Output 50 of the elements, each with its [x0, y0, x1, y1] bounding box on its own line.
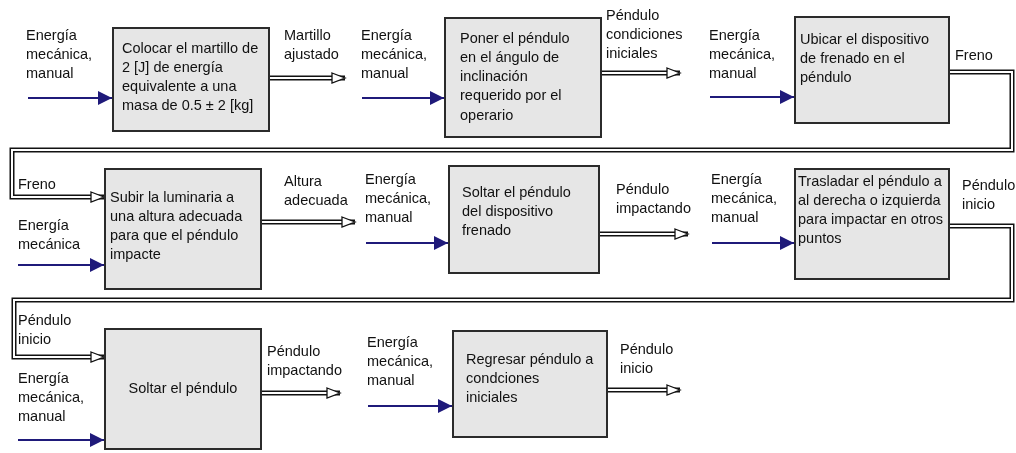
process-box — [448, 165, 600, 274]
flow-arrow — [599, 228, 689, 240]
edge-label: Energía mecánica, manual — [361, 26, 429, 83]
flow-label: Freno — [18, 175, 57, 194]
edge-label: Energía mecánica, manual — [365, 170, 433, 227]
edge-label: Martillo ajustado — [284, 26, 340, 64]
input-arrow — [711, 236, 795, 250]
process-text: Colocar el martillo de 2 [J] de energía equivalente a una masa de 0.5 ± 2 [kg] — [122, 39, 260, 116]
flow-arrow — [9, 69, 1015, 203]
input-arrow — [709, 90, 795, 104]
input-arrow — [27, 91, 113, 105]
process-box — [452, 330, 608, 438]
edge-label: Energía mecánica, manual — [367, 333, 435, 390]
edge-label: Energía mecánica, manual — [26, 26, 94, 83]
input-arrow — [365, 236, 449, 250]
process-box — [444, 17, 602, 138]
edge-label: Péndulo inicio — [962, 176, 1016, 214]
input-arrow — [17, 433, 105, 447]
process-text: Soltar el péndulo — [128, 379, 238, 399]
process-text: Regresar péndulo a condciones iniciales — [466, 350, 594, 408]
process-box — [794, 168, 950, 280]
flow-arrow — [269, 72, 346, 84]
edge-label: Energía mecánica, manual — [711, 170, 779, 227]
flow-arrow — [11, 223, 1015, 363]
edge-label: Péndulo inicio — [620, 340, 675, 378]
process-text: Poner el péndulo en el ángulo de inclinación requerido por el operario — [460, 29, 571, 125]
input-arrow — [367, 399, 453, 413]
process-text: Soltar el péndulo del dispositivo frenado — [462, 183, 572, 241]
process-box — [104, 328, 262, 450]
input-arrow — [17, 258, 105, 272]
input-arrow — [361, 91, 445, 105]
edge-label: Energía mecánica, manual — [18, 369, 86, 426]
edge-label: Energía mecánica — [18, 216, 82, 254]
edge-label: Altura adecuada — [284, 172, 349, 210]
flow-arrow — [607, 384, 681, 396]
flow-arrow — [261, 216, 356, 228]
process-box — [112, 27, 270, 132]
edge-label: Péndulo condiciones iniciales — [606, 6, 684, 63]
process-text: Trasladar el péndulo a al derecha o izquierda para impactar en otros puntos — [798, 172, 945, 249]
flow-label: Péndulo inicio — [18, 311, 73, 349]
flow-arrow — [261, 387, 341, 399]
edge-label: Energía mecánica, manual — [709, 26, 777, 83]
process-box — [794, 16, 950, 124]
process-text: Ubicar el dispositivo de frenado en el péndulo — [800, 30, 930, 88]
process-box — [104, 168, 262, 290]
edge-label: Péndulo impactando — [616, 180, 692, 218]
edge-label: Péndulo impactando — [267, 342, 343, 380]
flow-arrow — [601, 67, 681, 79]
edge-label: Freno — [955, 46, 994, 65]
process-text: Subir la luminaria a una altura adecuada para que el péndulo impacte — [110, 188, 244, 265]
